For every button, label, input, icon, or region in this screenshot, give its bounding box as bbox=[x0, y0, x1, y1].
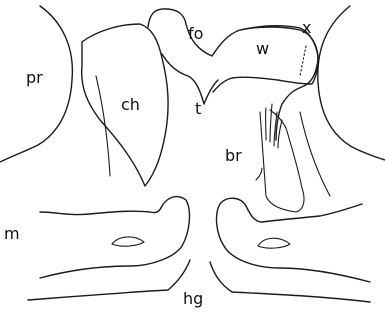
x-dotted-line bbox=[300, 46, 306, 76]
br-pointer bbox=[256, 168, 262, 180]
label-br: br bbox=[225, 148, 242, 164]
t-notch-outline bbox=[162, 54, 218, 104]
label-t: t bbox=[195, 101, 201, 117]
label-hg: hg bbox=[183, 291, 203, 307]
left-lower-lobe-outline bbox=[40, 197, 189, 278]
br-filament-4 bbox=[278, 120, 282, 148]
label-pr: pr bbox=[26, 70, 43, 86]
label-m: m bbox=[4, 226, 20, 242]
br-structure-outline bbox=[260, 110, 304, 212]
right-inner-line bbox=[300, 112, 330, 196]
label-fo: fo bbox=[188, 26, 203, 42]
right-lower-lobe-outline bbox=[217, 198, 370, 282]
left-inner-fold-line bbox=[96, 76, 110, 176]
left-lower-dome bbox=[112, 237, 144, 246]
right-outer-lobe-outline bbox=[318, 6, 385, 160]
label-ch: ch bbox=[121, 97, 140, 113]
label-x: x bbox=[302, 20, 311, 36]
fo-ridge-outline bbox=[148, 9, 318, 92]
right-lower-dome bbox=[258, 238, 290, 248]
label-w: w bbox=[256, 41, 269, 57]
